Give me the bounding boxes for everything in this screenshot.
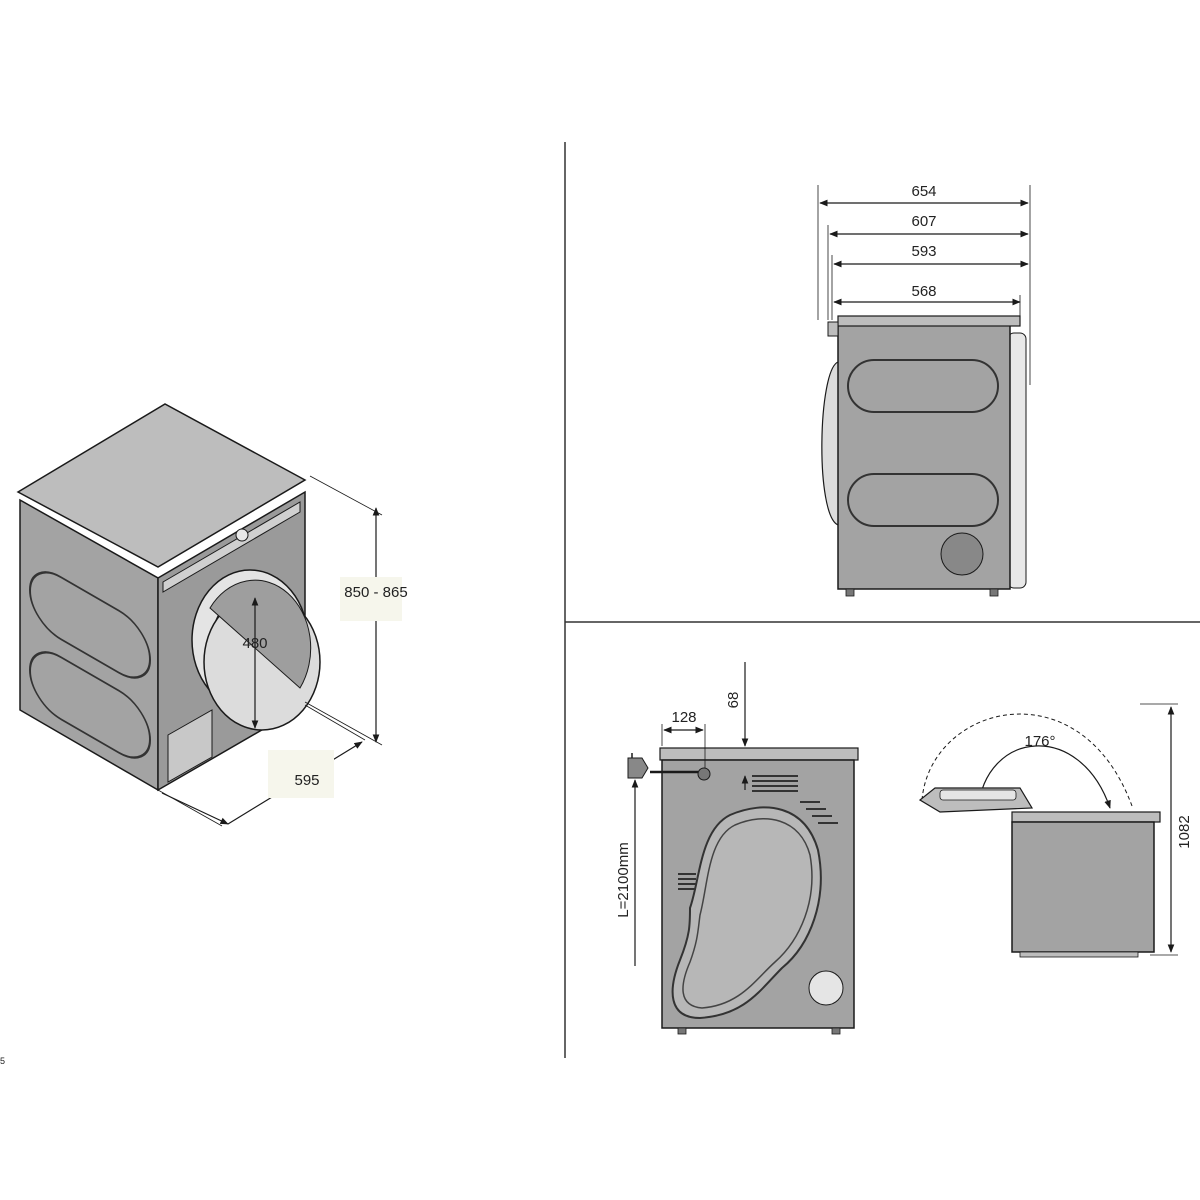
lid-height-label: 1082 <box>1176 815 1193 848</box>
corner-mark: 5 <box>0 1056 5 1066</box>
iso-width-label: 595 <box>294 772 319 789</box>
rear-top-offset-label: 68 <box>725 692 742 709</box>
iso-control-panel <box>162 501 301 593</box>
lid-angle-label: 176° <box>1024 733 1055 750</box>
isometric-view: 480 850 - 865 595 <box>16 403 408 827</box>
rear-air-duct <box>671 806 822 1020</box>
side-door <box>821 361 839 526</box>
side-view: 654 607 593 568 <box>817 183 1031 597</box>
rear-offset-label: 128 <box>671 709 696 726</box>
iso-knob <box>235 528 249 542</box>
iso-height-label: 850 - 865 <box>344 584 407 601</box>
power-plug-icon <box>627 757 649 779</box>
iso-door-label: 480 <box>242 635 267 652</box>
side-vent <box>940 532 984 576</box>
side-top-plate <box>837 315 1021 327</box>
lid-view: 176° 1082 <box>918 703 1193 958</box>
iso-top-panel <box>16 403 307 568</box>
rear-cable-entry <box>697 767 711 781</box>
rear-vent <box>808 970 844 1006</box>
rear-top-plate <box>659 747 859 761</box>
side-dim-607: 607 <box>911 213 936 230</box>
rear-view: 128 68 L=2100mm <box>615 662 859 1035</box>
lid-body <box>1011 821 1155 953</box>
iso-side-emboss-upper <box>29 571 151 679</box>
side-dim-593: 593 <box>911 243 936 260</box>
side-dim-654: 654 <box>911 183 936 200</box>
iso-door-glass <box>209 579 312 689</box>
side-emboss-upper <box>847 359 999 413</box>
iso-filter-hatch <box>167 709 213 783</box>
side-dim-568: 568 <box>911 283 936 300</box>
lid-top-plate <box>1011 811 1161 823</box>
side-emboss-lower <box>847 473 999 527</box>
lid-swing-arc <box>921 713 1133 807</box>
rear-cable-label: L=2100mm <box>615 842 632 917</box>
panel-dividers <box>564 142 1200 1058</box>
iso-side-emboss-lower <box>29 651 151 759</box>
